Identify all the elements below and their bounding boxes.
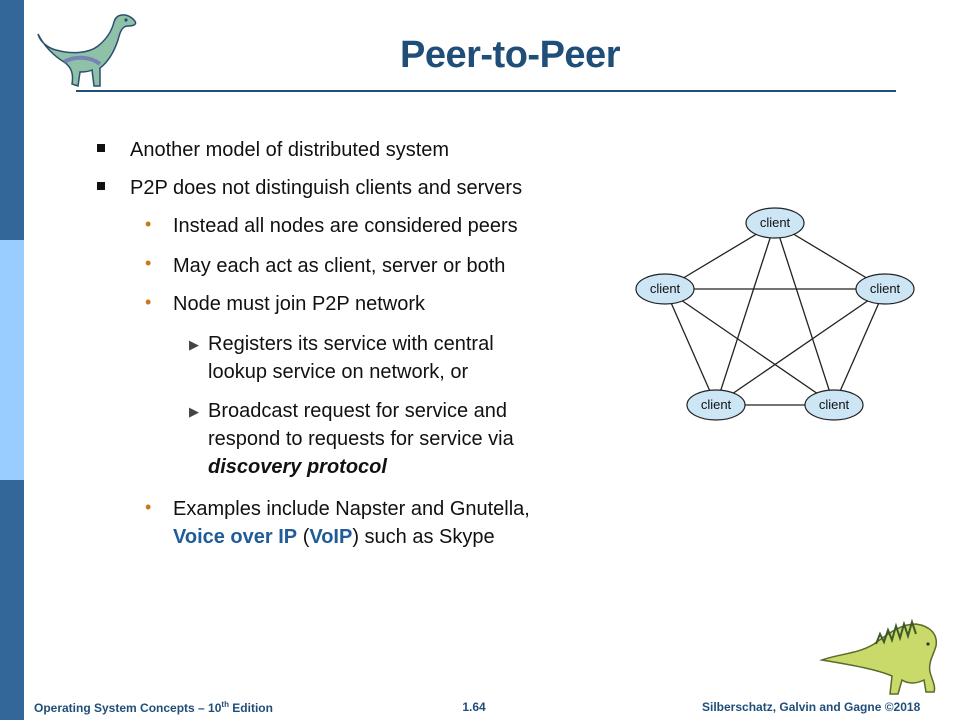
peer-node-shape <box>855 273 915 305</box>
text-fragment: ( <box>297 526 310 548</box>
peer-link <box>664 288 835 406</box>
peer-node-label: client <box>760 215 791 230</box>
peer-node: client <box>804 389 864 421</box>
triangle-bullet-icon: ▶ <box>189 404 199 419</box>
square-bullet-icon <box>97 182 105 190</box>
triangle-bullet-icon: ▶ <box>189 337 199 352</box>
footer-copyright: Silberschatz, Galvin and Gagne ©2018 <box>702 700 921 714</box>
left-sidebar-bar <box>0 0 24 720</box>
peer-link <box>715 288 886 406</box>
bullet-text: Instead all nodes are considered peers <box>173 215 518 237</box>
bullet-text: Broadcast request for service and <box>208 400 508 422</box>
peer-node: client <box>686 389 746 421</box>
dot-bullet-icon: • <box>145 497 152 517</box>
footer-title-text: Operating System Concepts – 10 <box>34 701 222 715</box>
sidebar-highlight <box>0 240 24 480</box>
peer-node: client <box>855 273 915 305</box>
peer-node-label: client <box>819 397 850 412</box>
square-bullet-icon <box>97 144 105 152</box>
bullet-text: Node must join P2P network <box>173 293 425 315</box>
bullet-text: respond to requests for service via <box>208 428 514 450</box>
bullet-text: Another model of distributed system <box>130 139 450 161</box>
slide-title: Peer-to-Peer <box>400 34 620 76</box>
peer-node-shape <box>804 389 864 421</box>
bullet-text: Registers its service with central <box>208 333 494 355</box>
bullet-text: Examples include Napster and Gnutella, <box>173 498 530 520</box>
peer-node-label: client <box>870 281 901 296</box>
peer-node-label: client <box>701 397 732 412</box>
voip-term: Voice over IP <box>173 526 298 548</box>
footer-title-sup: th <box>221 700 229 709</box>
bullet-text: P2P does not distinguish clients and ser… <box>130 177 523 199</box>
peer-node: client <box>635 273 695 305</box>
bullet-text-mixed: Voice over IP (VoIP) such as Skype <box>173 524 495 550</box>
peer-link <box>774 222 835 406</box>
peer-node-shape <box>686 389 746 421</box>
peer-node: client <box>745 207 805 239</box>
dot-bullet-icon: • <box>145 253 152 273</box>
dot-bullet-icon: • <box>145 214 152 234</box>
diagram-nodes: client client client client client <box>635 207 915 421</box>
dinosaur-logo-icon <box>37 14 137 87</box>
voip-abbrev: VoIP <box>309 526 353 548</box>
footer-title-suffix: Edition <box>228 701 273 715</box>
dot-bullet-icon: • <box>145 292 152 312</box>
peer-link <box>833 288 886 406</box>
bullet-text: lookup service on network, or <box>208 361 469 383</box>
title-underline <box>76 90 896 92</box>
peer-node-shape <box>745 207 805 239</box>
diagram-edges <box>664 222 886 406</box>
bullet-text: May each act as client, server or both <box>173 255 506 277</box>
p2p-network-diagram: client client client client client <box>635 207 915 421</box>
peer-link <box>664 288 717 406</box>
text-fragment: ) such as Skype <box>352 526 495 548</box>
peer-node-label: client <box>650 281 681 296</box>
peer-node-shape <box>635 273 695 305</box>
page-number: 1.64 <box>462 700 486 714</box>
footer-book-title: Operating System Concepts – 10th Edition <box>34 700 273 715</box>
dinosaur-corner-icon <box>819 618 938 695</box>
peer-link <box>715 222 776 406</box>
bullet-emphasis: discovery protocol <box>208 456 387 478</box>
